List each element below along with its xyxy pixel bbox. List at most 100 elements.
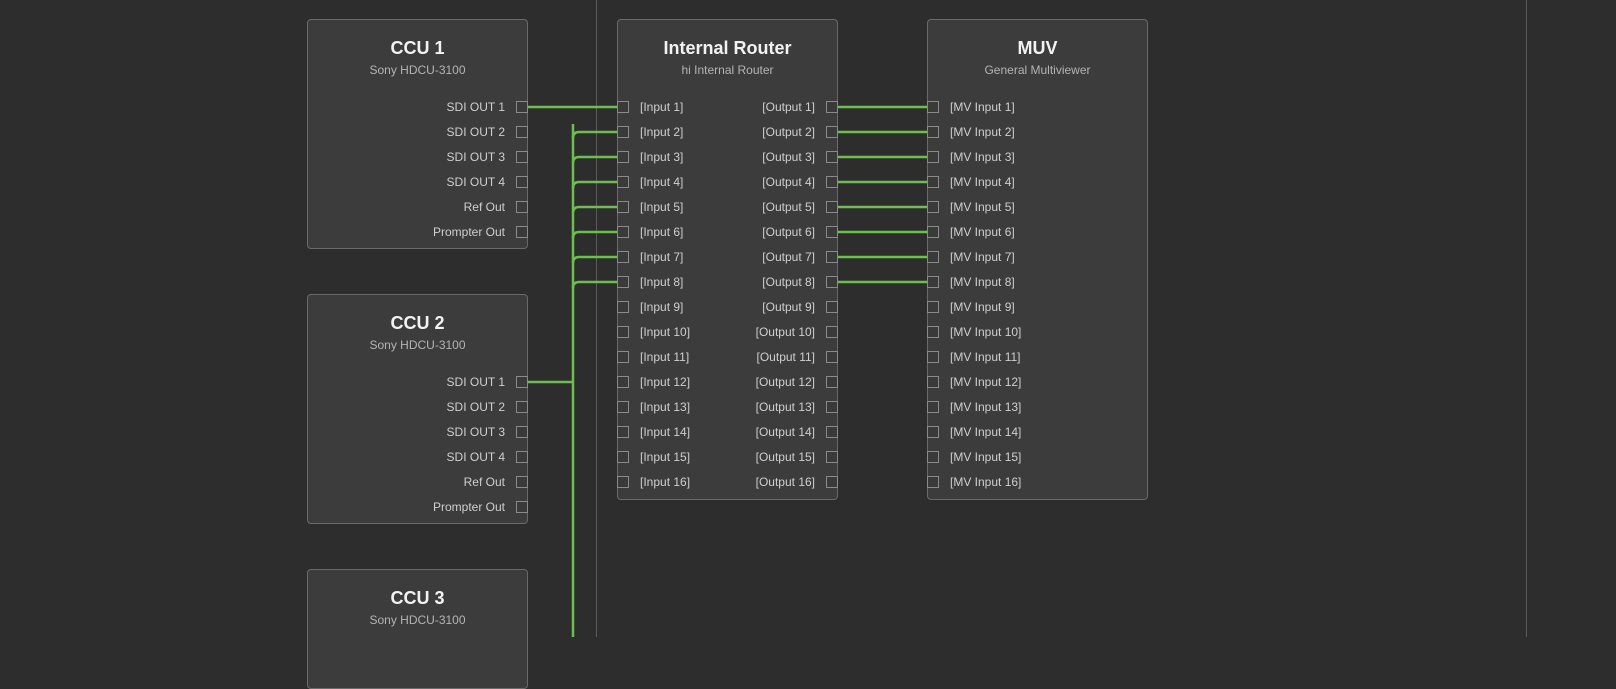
input-port-row: [Input 1] [617, 101, 748, 117]
input-port-connector[interactable] [617, 376, 629, 388]
input-port-row: [MV Input 6] [927, 226, 1118, 242]
port-label: [Output 13] [755, 400, 815, 414]
input-port-row: [Input 7] [617, 251, 748, 267]
input-port-connector[interactable] [927, 226, 939, 238]
port-label: Prompter Out [432, 500, 505, 514]
output-port-connector[interactable] [516, 451, 528, 463]
input-port-row: [Input 10] [617, 326, 748, 342]
output-port-connector[interactable] [826, 201, 838, 213]
output-port-connector[interactable] [516, 226, 528, 238]
input-port-connector[interactable] [617, 476, 629, 488]
output-port-connector[interactable] [826, 351, 838, 363]
output-port-connector[interactable] [826, 126, 838, 138]
input-port-connector[interactable] [617, 176, 629, 188]
output-port-connector[interactable] [826, 401, 838, 413]
output-port-connector[interactable] [826, 226, 838, 238]
output-port-connector[interactable] [826, 101, 838, 113]
input-port-connector[interactable] [927, 101, 939, 113]
node-title: CCU 1 [390, 38, 445, 58]
input-port-row: [MV Input 16] [927, 475, 1118, 492]
node-subtitle: hi Internal Router [681, 63, 774, 77]
output-port-connector[interactable] [516, 151, 528, 163]
input-port-connector[interactable] [927, 451, 939, 463]
input-port-row: [MV Input 1] [927, 100, 1118, 117]
port-label: [MV Input 16] [950, 475, 1022, 489]
ccu3-node[interactable]: CCU 3 Sony HDCU-3100 [307, 569, 528, 689]
input-port-connector[interactable] [927, 351, 939, 363]
output-port-connector[interactable] [516, 501, 528, 513]
port-label: [Output 14] [755, 425, 815, 439]
port-label: [MV Input 10] [950, 325, 1022, 339]
input-port-connector[interactable] [617, 251, 629, 263]
output-port-connector[interactable] [516, 201, 528, 213]
port-label: [MV Input 1] [950, 100, 1015, 114]
input-port-connector[interactable] [617, 276, 629, 288]
port-label: [Input 14] [640, 425, 691, 439]
port-label: [Input 8] [640, 275, 684, 289]
port-label: [MV Input 13] [950, 400, 1022, 414]
input-port-connector[interactable] [617, 201, 629, 213]
input-port-connector[interactable] [617, 351, 629, 363]
port-label: SDI OUT 2 [446, 125, 505, 139]
input-port-connector[interactable] [617, 101, 629, 113]
input-port-connector[interactable] [927, 201, 939, 213]
input-port-connector[interactable] [617, 326, 629, 338]
port-label: [Input 16] [640, 475, 691, 489]
output-port-connector[interactable] [516, 101, 528, 113]
wire-bus-to-router-input-6 [571, 230, 617, 239]
output-port-connector[interactable] [826, 251, 838, 263]
output-port-connector[interactable] [516, 426, 528, 438]
input-port-row: [Input 13] [617, 401, 748, 417]
input-port-row: [Input 2] [617, 126, 748, 142]
input-port-connector[interactable] [617, 151, 629, 163]
output-port-connector[interactable] [826, 376, 838, 388]
input-port-connector[interactable] [927, 401, 939, 413]
output-port-row: Ref Out [312, 476, 528, 492]
port-label: [MV Input 9] [950, 300, 1015, 314]
node-subtitle: Sony HDCU-3100 [369, 613, 466, 627]
node-title: CCU 3 [390, 588, 445, 608]
output-port-connector[interactable] [516, 126, 528, 138]
input-port-connector[interactable] [927, 426, 939, 438]
port-label: [Input 3] [640, 150, 684, 164]
input-port-connector[interactable] [617, 401, 629, 413]
input-port-connector[interactable] [617, 451, 629, 463]
muv-node[interactable]: MUV General Multiviewer [MV Input 1][MV … [927, 19, 1148, 500]
output-port-connector[interactable] [826, 176, 838, 188]
output-port-connector[interactable] [516, 376, 528, 388]
input-port-connector[interactable] [617, 226, 629, 238]
output-port-connector[interactable] [516, 476, 528, 488]
output-port-connector[interactable] [826, 276, 838, 288]
router-node[interactable]: Internal Router hi Internal Router [Inpu… [617, 19, 838, 500]
output-port-connector[interactable] [516, 176, 528, 188]
input-port-connector[interactable] [927, 326, 939, 338]
input-port-connector[interactable] [927, 251, 939, 263]
output-port-connector[interactable] [826, 301, 838, 313]
output-port-row: [Output 11] [707, 350, 838, 367]
output-port-connector[interactable] [826, 326, 838, 338]
input-port-connector[interactable] [617, 126, 629, 138]
output-port-connector[interactable] [826, 151, 838, 163]
port-label: [Input 11] [640, 350, 690, 364]
input-port-connector[interactable] [927, 151, 939, 163]
node-subtitle: Sony HDCU-3100 [369, 338, 466, 352]
node-subtitle: Sony HDCU-3100 [369, 63, 466, 77]
input-port-connector[interactable] [617, 426, 629, 438]
port-label: [Output 11] [756, 350, 815, 364]
input-port-connector[interactable] [927, 301, 939, 313]
port-label: [Output 12] [755, 375, 815, 389]
input-port-connector[interactable] [927, 276, 939, 288]
input-port-connector[interactable] [927, 376, 939, 388]
input-port-connector[interactable] [927, 176, 939, 188]
output-port-connector[interactable] [826, 451, 838, 463]
input-port-connector[interactable] [617, 301, 629, 313]
input-port-connector[interactable] [927, 476, 939, 488]
output-port-connector[interactable] [826, 476, 838, 488]
port-label: [Input 4] [640, 175, 684, 189]
input-port-connector[interactable] [927, 126, 939, 138]
output-port-connector[interactable] [826, 426, 838, 438]
output-port-connector[interactable] [516, 401, 528, 413]
canvas-divider-left [596, 0, 597, 637]
